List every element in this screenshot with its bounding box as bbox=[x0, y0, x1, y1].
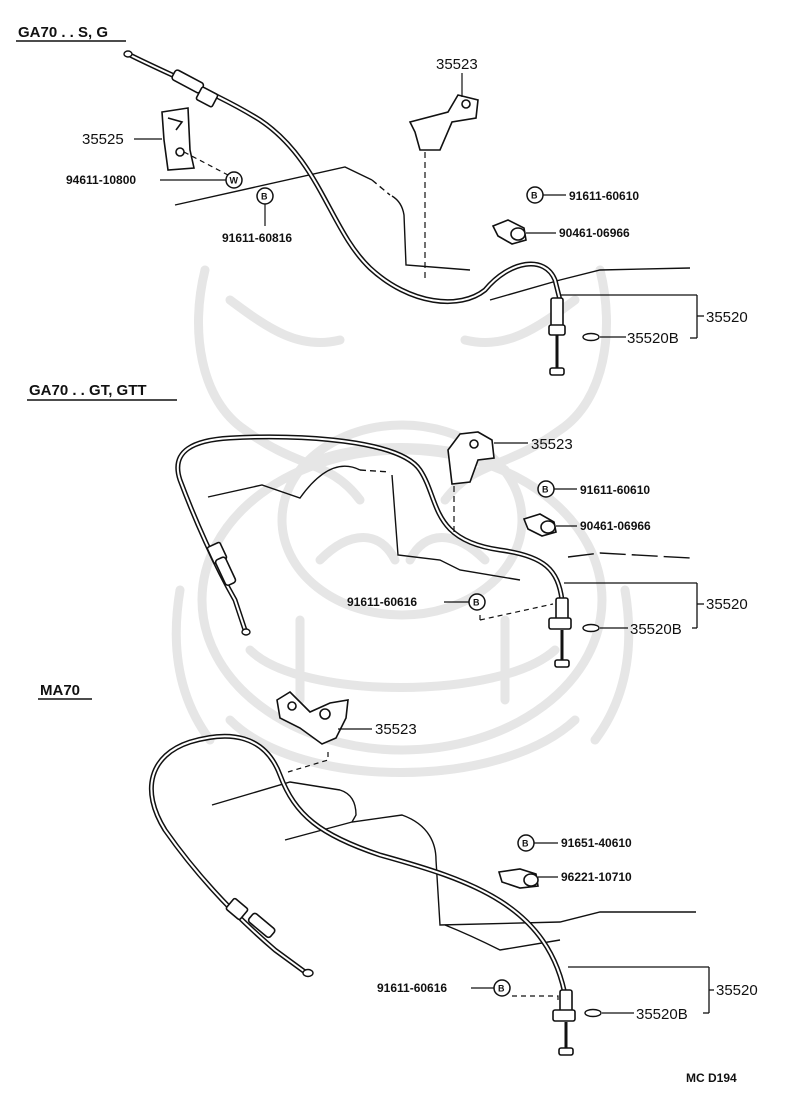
clip-icon bbox=[522, 513, 557, 537]
bolt-b-icon: B bbox=[537, 480, 555, 498]
label-clip-pn: 96221-10710 bbox=[561, 870, 632, 884]
label-bracket-35523: 35523 bbox=[531, 436, 573, 453]
svg-text:B: B bbox=[531, 191, 538, 201]
clip-icon bbox=[491, 219, 527, 245]
label-washer-pn: 94611-10800 bbox=[66, 173, 136, 187]
label-clip-pn: 90461-06966 bbox=[580, 519, 651, 533]
cable-assembly bbox=[175, 434, 572, 668]
diagram-ref-code: MC D194 bbox=[686, 1071, 737, 1085]
svg-text:B: B bbox=[261, 192, 268, 202]
svg-text:B: B bbox=[473, 598, 480, 608]
bracket-35525-icon bbox=[161, 107, 195, 171]
label-cable-35520: 35520 bbox=[706, 596, 748, 613]
label-bolt-left-pn: 91611-60816 bbox=[222, 231, 292, 245]
watermark-emblem bbox=[171, 265, 634, 777]
svg-text:B: B bbox=[522, 839, 529, 849]
label-bolt-left-pn: 91611-60616 bbox=[347, 595, 417, 609]
label-cable-35520: 35520 bbox=[716, 982, 758, 999]
bracket-35523-icon bbox=[447, 431, 495, 485]
label-bracket-35523: 35523 bbox=[375, 721, 417, 738]
cable-assembly bbox=[148, 733, 576, 1056]
section-ga70-gt-gtt: GA70 . . GT, GTT 35523 B bbox=[27, 382, 748, 668]
label-bracket-35525: 35525 bbox=[82, 131, 124, 148]
body-panel-outline bbox=[174, 166, 691, 301]
callout-35520 bbox=[560, 294, 704, 339]
bolt-b-icon: B bbox=[468, 593, 486, 611]
cable-assembly bbox=[123, 50, 566, 376]
label-bolt-right-pn: 91611-60610 bbox=[569, 189, 639, 203]
bracket-35523-icon bbox=[276, 690, 349, 745]
bolt-b-icon: B bbox=[517, 834, 535, 852]
bolt-b-icon: B bbox=[493, 979, 511, 997]
callout-35520 bbox=[564, 582, 704, 629]
svg-text:W: W bbox=[230, 176, 239, 186]
bracket-35523-icon bbox=[408, 94, 479, 151]
label-cable-35520b: 35520B bbox=[627, 330, 679, 347]
bolt-b-icon: B bbox=[256, 187, 274, 205]
section-ma70: MA70 35523 B bbox=[38, 682, 758, 1056]
section-title: MA70 bbox=[40, 682, 80, 699]
label-bolt-left-pn: 91611-60616 bbox=[377, 981, 447, 995]
label-cable-35520: 35520 bbox=[706, 309, 748, 326]
label-bolt-right-pn: 91651-40610 bbox=[561, 836, 632, 850]
section-title: GA70 . . GT, GTT bbox=[29, 382, 147, 399]
label-cable-35520b: 35520B bbox=[630, 621, 682, 638]
body-panel-outline bbox=[211, 781, 696, 951]
label-cable-35520b: 35520B bbox=[636, 1006, 688, 1023]
section-ga70-s-g: GA70 . . S, G 35523 bbox=[16, 24, 748, 376]
bolt-b-icon: B bbox=[526, 186, 544, 204]
label-bolt-right-pn: 91611-60610 bbox=[580, 483, 650, 497]
body-panel-outline bbox=[207, 465, 691, 581]
clip-icon bbox=[497, 868, 539, 889]
callout-35520 bbox=[568, 966, 714, 1014]
label-clip-pn: 90461-06966 bbox=[559, 226, 630, 240]
svg-text:B: B bbox=[542, 485, 549, 495]
svg-text:B: B bbox=[498, 984, 505, 994]
label-bracket-35523: 35523 bbox=[436, 56, 478, 73]
section-title: GA70 . . S, G bbox=[18, 24, 108, 41]
washer-w-icon: W bbox=[225, 171, 243, 189]
